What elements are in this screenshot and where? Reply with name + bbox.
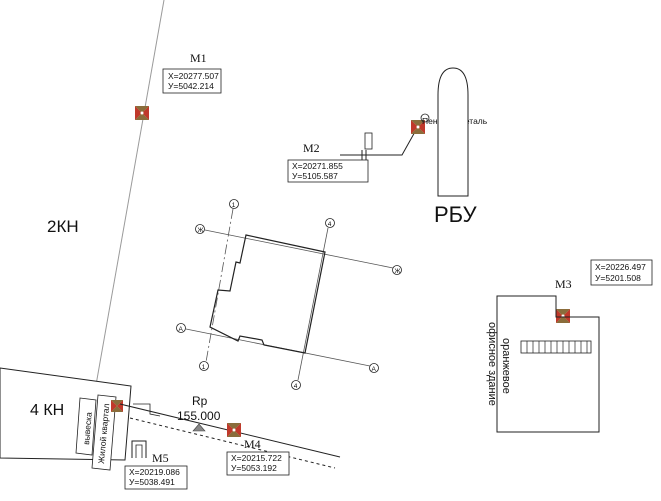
signboard-strip (75, 397, 97, 456)
rp-title: Rp (192, 394, 208, 408)
axis-4-bottom: 4 (294, 383, 298, 390)
m2-y-value: У=5105.587 (292, 171, 338, 181)
axis-4-top: 4 (328, 221, 332, 228)
signboard-label: вывеска (81, 412, 94, 446)
rp-value: 155.000 (177, 409, 221, 423)
survey-marker-icon (227, 423, 241, 437)
pipe-line (340, 129, 417, 156)
axis-1-top: 1 (232, 202, 236, 209)
building-outline (209, 234, 326, 354)
m5-coord-box (124, 465, 188, 490)
marker-m5[interactable]: M5 X=20219.086 У=5038.491 (124, 440, 188, 490)
rbu-label: РБУ (434, 202, 478, 227)
fence-line (129, 417, 336, 469)
axis-zh-left: Ж (198, 227, 204, 234)
stair-hatch (520, 340, 592, 354)
m3-y-value: У=5201.508 (595, 273, 641, 283)
m2-label: M2 (303, 141, 320, 155)
m3-coord-box (590, 259, 653, 286)
office-label-line2: офисное здание (486, 322, 498, 406)
axis-zh-right: Ж (395, 268, 401, 275)
m5-y-value: У=5038.491 (129, 477, 175, 487)
silo-shape (437, 67, 469, 197)
m5-structure (131, 440, 147, 458)
marker-m3[interactable]: X=20226.497 У=5201.508 M3 (555, 259, 653, 323)
m1-coord-box (162, 68, 222, 94)
survey-marker-icon (556, 309, 570, 323)
m5-label: M5 (152, 451, 169, 465)
building-grid: Ж Ж А А 1 1 4 4 (176, 199, 402, 390)
m2-coord-box (287, 159, 369, 183)
m4-label: M4 (244, 437, 261, 451)
pipe-stub (364, 132, 373, 150)
residential-strip (91, 394, 117, 471)
axis-a-left: А (179, 326, 184, 333)
survey-marker-icon (135, 106, 149, 120)
m3-x-value: X=20226.497 (595, 262, 646, 272)
marker-m4[interactable]: M4 X=20215.722 У=5053.192 (226, 423, 290, 476)
m1-x-value: X=20277.507 (168, 71, 219, 81)
benchmark-triangle-icon (192, 423, 206, 432)
m5-x-value: X=20219.086 (129, 467, 180, 477)
zone-2kn-label: 2КН (47, 217, 79, 236)
boundary-line (95, 0, 165, 386)
marker-m1[interactable]: M1 X=20277.507 У=5042.214 (135, 51, 222, 120)
marker-m2[interactable]: M2 X=20271.855 У=5105.587 (287, 120, 425, 183)
m4-y-value: У=5053.192 (231, 463, 277, 473)
m1-label: M1 (190, 51, 207, 65)
m1-y-value: У=5042.214 (168, 81, 214, 91)
m2-x-value: X=20271.855 (292, 161, 343, 171)
office-label-line1: оранжевое (500, 338, 512, 394)
axis-1-bottom: 1 (202, 364, 206, 371)
m4-coord-box (226, 451, 290, 476)
office-building-outline (496, 295, 600, 433)
survey-marker-icon (411, 120, 425, 134)
axis-a-right: А (372, 366, 377, 373)
zone-4kn-label: 4 КН (30, 402, 64, 419)
m3-label: M3 (555, 277, 572, 291)
survey-marker-icon (111, 400, 123, 412)
m4-x-value: X=20215.722 (231, 453, 282, 463)
